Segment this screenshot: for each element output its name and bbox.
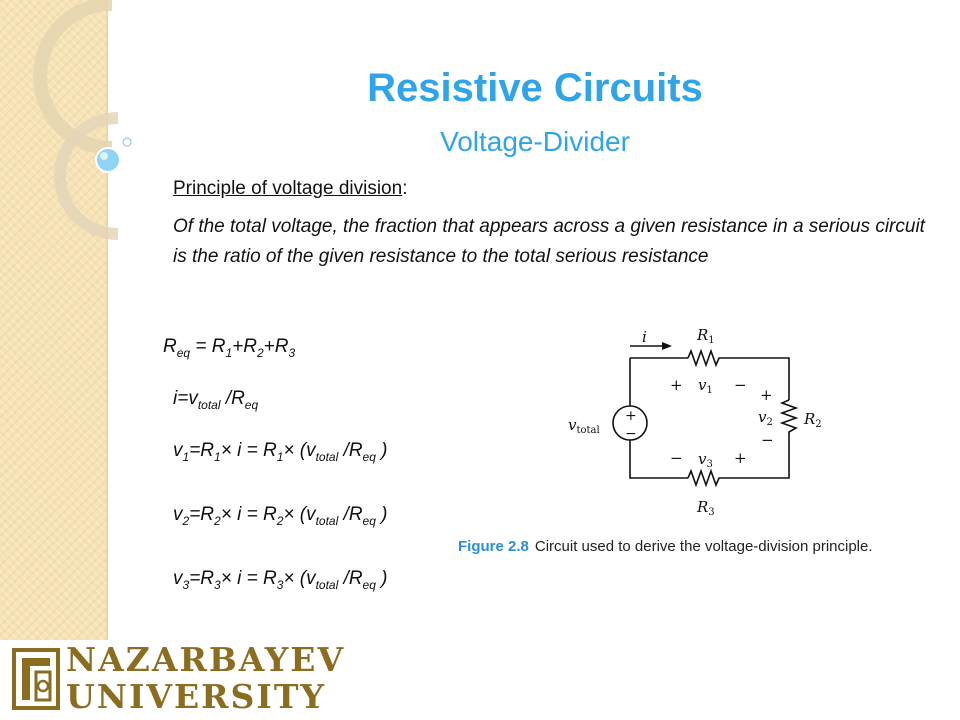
resistor-r3 — [687, 468, 722, 488]
eq-sub: 1 — [214, 449, 221, 464]
equation-v3: v3=R3× i = R3× (vtotal /Req ) — [173, 568, 388, 592]
v3-minus: − — [670, 449, 683, 467]
eq-sub: 1 — [225, 345, 233, 360]
eq-text: ) — [375, 504, 388, 525]
current-arrow-icon — [662, 342, 672, 350]
source-plus: + — [625, 408, 637, 424]
v3-plus: + — [734, 449, 747, 467]
r1-label: R1 — [696, 326, 715, 346]
equation-v2: v2=R2× i = R2× (vtotal /Req ) — [173, 504, 388, 528]
equation-req: Req = R1+R2+R3 — [163, 336, 295, 360]
decorative-rings — [33, 0, 132, 240]
eq-sub: total — [315, 577, 339, 592]
eq-text: +R — [263, 336, 289, 357]
r2-label: R2 — [803, 410, 822, 430]
university-name-line1: NAZARBAYEV — [66, 640, 346, 679]
eq-text: =R — [189, 504, 215, 525]
university-name: NAZARBAYEV UNIVERSITY — [66, 643, 345, 713]
current-label: i — [642, 328, 647, 346]
v1-label: v1 — [698, 376, 713, 396]
eq-sub: 3 — [214, 577, 221, 592]
eq-text: R — [163, 336, 177, 357]
eq-sub: 1 — [182, 449, 190, 464]
resistor-r2 — [779, 399, 799, 436]
v1-minus: − — [734, 376, 747, 394]
eq-text: i=v — [173, 388, 198, 409]
equation-current: i=vtotal /Req — [173, 388, 258, 412]
eq-sub: total — [315, 449, 339, 464]
eq-text: v — [173, 440, 183, 461]
source-minus: − — [625, 426, 637, 442]
v2-label: v2 — [758, 408, 773, 428]
small-ring-icon — [122, 137, 132, 147]
university-name-line2: UNIVERSITY — [66, 677, 326, 716]
r3-label: R3 — [696, 498, 715, 518]
eq-sub: 2 — [276, 513, 284, 528]
slide-title: Resistive Circuits — [367, 66, 703, 110]
v2-plus: + — [760, 386, 773, 404]
voltage-source-icon — [612, 405, 648, 441]
eq-sub: total — [197, 397, 221, 412]
eq-sub: 3 — [288, 345, 296, 360]
eq-sub: 1 — [276, 449, 284, 464]
v2-minus: − — [761, 431, 774, 449]
eq-text: × i = R — [220, 440, 277, 461]
eq-text: /R — [338, 440, 363, 461]
figure-caption: Figure 2.8 Circuit used to derive the vol… — [458, 538, 873, 555]
principle-description: Of the total voltage, the fraction that … — [173, 216, 925, 267]
principle-heading: Principle of voltage division: — [173, 178, 407, 200]
circuit-diagram: i R1 R2 R3 v1 v2 v3 vtotal + − + − − + +… — [568, 326, 822, 518]
eq-text: /R — [338, 504, 363, 525]
eq-text: ) — [375, 440, 388, 461]
eq-sub: eq — [362, 513, 376, 528]
eq-sub: 2 — [256, 345, 264, 360]
eq-sub: 3 — [182, 577, 190, 592]
v1-plus: + — [670, 376, 683, 394]
eq-sub: 2 — [214, 513, 221, 528]
eq-text: × (v — [283, 504, 316, 525]
eq-sub: total — [315, 513, 339, 528]
eq-text: =R — [189, 440, 215, 461]
eq-text: × (v — [283, 440, 316, 461]
figure-label: Figure 2.8 — [458, 538, 529, 555]
university-logo-icon — [12, 648, 60, 710]
eq-sub: 3 — [276, 577, 284, 592]
eq-text: v — [173, 568, 183, 589]
equation-v1: v1=R1× i = R1× (vtotal /Req ) — [173, 440, 388, 464]
eq-text: × i = R — [220, 504, 277, 525]
eq-sub: eq — [362, 449, 376, 464]
eq-sub: 2 — [182, 513, 190, 528]
eq-sub: eq — [244, 397, 259, 412]
v3-label: v3 — [698, 450, 713, 470]
eq-text: × i = R — [220, 568, 277, 589]
eq-text: +R — [232, 336, 257, 357]
slide-subtitle: Voltage-Divider — [440, 126, 630, 157]
strip-edge — [106, 0, 108, 640]
eq-text: v — [173, 504, 183, 525]
eq-text: ) — [375, 568, 388, 589]
eq-text: × (v — [283, 568, 316, 589]
eq-text: /R — [220, 388, 245, 409]
resistor-r1 — [687, 348, 722, 368]
eq-sub: eq — [176, 345, 191, 360]
vtotal-label: vtotal — [568, 416, 600, 436]
principle-label: Principle of voltage division — [173, 178, 403, 199]
eq-text: /R — [338, 568, 363, 589]
eq-sub: eq — [362, 577, 376, 592]
principle-colon: : — [402, 178, 408, 199]
figure-caption-text: Circuit used to derive the voltage-divis… — [534, 538, 873, 555]
eq-text: =R — [189, 568, 215, 589]
eq-text: = R — [190, 336, 226, 357]
